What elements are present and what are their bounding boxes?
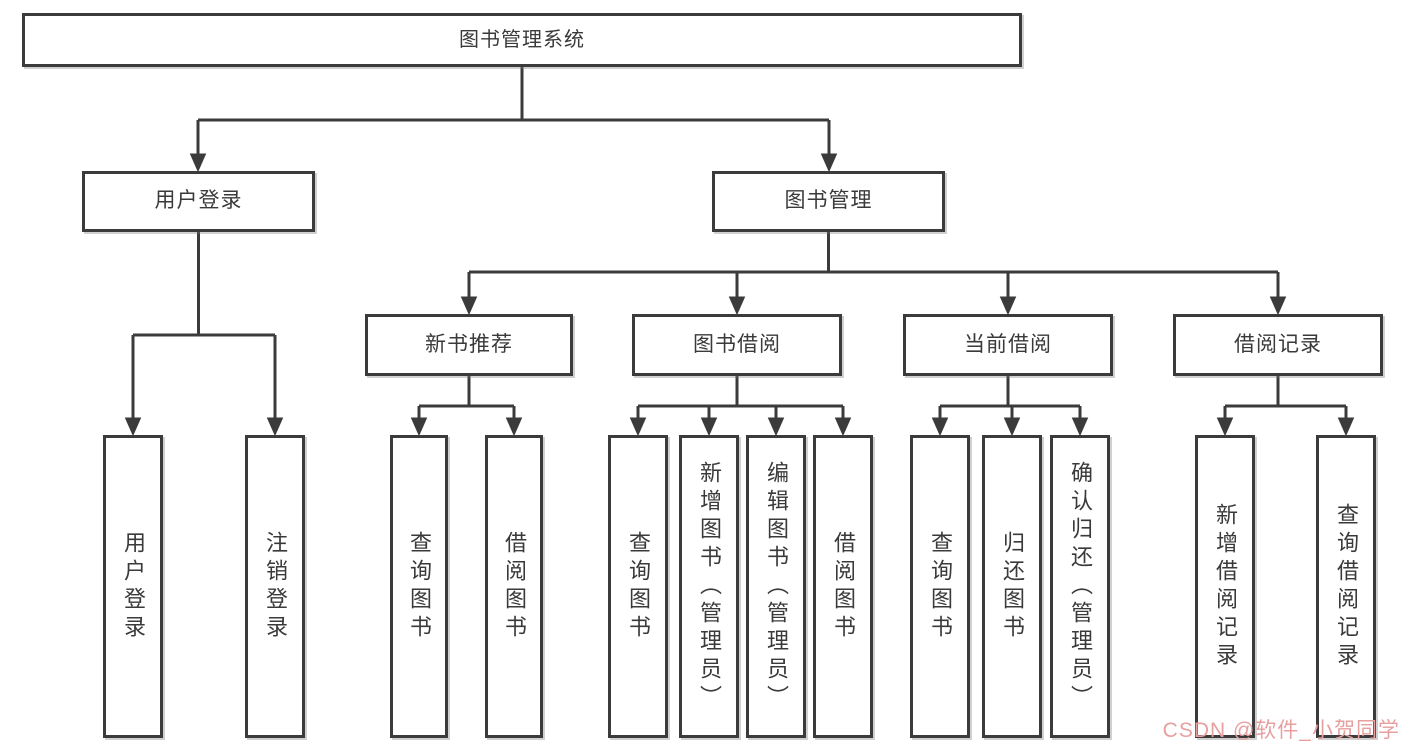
node-leaf-query-books-rec: 查询图书	[390, 435, 448, 738]
node-current-borrowing: 当前借阅	[903, 314, 1113, 376]
node-book-borrowing: 图书借阅	[632, 314, 842, 376]
node-leaf-borrow-books: 借阅图书	[813, 435, 873, 738]
node-borrowing-records: 借阅记录	[1173, 314, 1383, 376]
node-leaf-query-books-current: 查询图书	[910, 435, 970, 738]
node-leaf-user-login: 用户登录	[103, 435, 163, 738]
node-leaf-edit-books-admin: 编辑图书（管理员）	[746, 435, 806, 738]
node-leaf-add-borrow-record: 新增借阅记录	[1195, 435, 1255, 738]
node-leaf-borrow-books-rec: 借阅图书	[485, 435, 543, 738]
node-leaf-query-books: 查询图书	[608, 435, 668, 738]
node-root-library-system: 图书管理系统	[22, 13, 1022, 67]
node-leaf-return-books: 归还图书	[982, 435, 1042, 738]
node-leaf-query-borrow-record: 查询借阅记录	[1316, 435, 1376, 738]
node-user-login: 用户登录	[82, 171, 315, 232]
node-leaf-confirm-return-admin: 确认归还（管理员）	[1050, 435, 1110, 738]
node-leaf-logout: 注销登录	[245, 435, 305, 738]
node-new-book-recommend: 新书推荐	[365, 314, 573, 376]
node-book-management: 图书管理	[712, 171, 945, 232]
node-leaf-add-books-admin: 新增图书（管理员）	[679, 435, 739, 738]
